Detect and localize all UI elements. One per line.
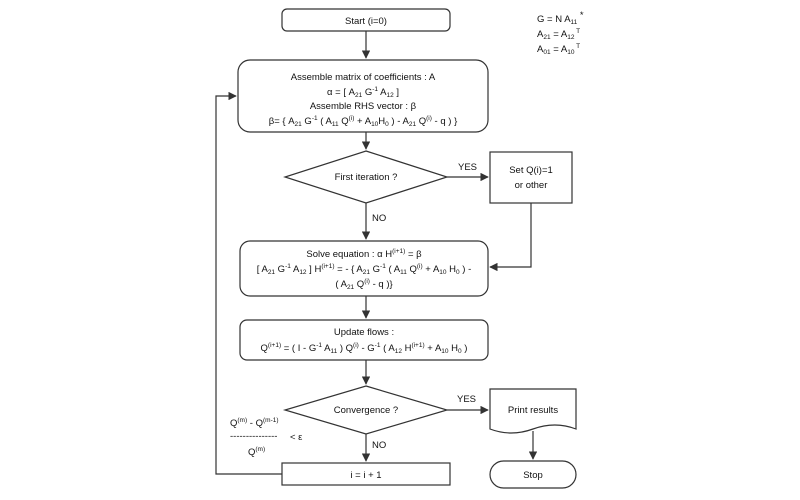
print-results-label: Print results: [508, 405, 558, 416]
criterion-denominator: Q(m): [248, 446, 265, 458]
convergence-label: Convergence ?: [334, 405, 398, 416]
edge-setq-solve: [489, 203, 532, 272]
legend-line-3: A01 = A10 T: [537, 43, 580, 56]
assemble-line-1: Assemble matrix of coefficients : A: [291, 72, 436, 83]
convergence-criterion: Q(m) - Q(m-1) --------------- < ε Q(m): [230, 417, 303, 458]
assemble-line-3: Assemble RHS vector : β: [310, 101, 417, 112]
set-q-line-2: or other: [515, 180, 548, 191]
increment-label: i = i + 1: [350, 470, 381, 481]
legend-line-2: A21 = A12 T: [537, 28, 580, 41]
set-q-node: [489, 151, 573, 204]
yes-label-1: YES: [458, 162, 477, 173]
stop-node: [489, 460, 577, 489]
assemble-line-2: α = [ A21 G-1 A12 ]: [327, 86, 399, 99]
no-label-1: NO: [372, 213, 386, 224]
set-q-line-1: Set Q(i)=1: [509, 165, 553, 176]
yes-label-2: YES: [457, 394, 476, 405]
first-iteration-label: First iteration ?: [335, 172, 398, 183]
update-line-2: Q(i+1) = ( I - G-1 A11 ) Q(i) - G-1 ( A1…: [261, 342, 468, 355]
criterion-lt: < ε: [290, 432, 303, 443]
solve-line-1: Solve equation : α H(i+1) = β: [306, 248, 422, 260]
solve-line-3: ( A21 Q(i) - q )}: [335, 278, 392, 291]
no-label-2: NO: [372, 440, 386, 451]
assemble-node: [237, 59, 489, 133]
solve-node: [239, 240, 489, 297]
print-results-node: [489, 388, 577, 434]
start-label: Start (i=0): [345, 16, 387, 27]
update-line-1: Update flows :: [334, 327, 394, 338]
criterion-numerator: Q(m) - Q(m-1): [230, 417, 279, 429]
solve-line-2: [ A21 G-1 A12 ] H(i+1) = - { A21 G-1 ( A…: [257, 263, 472, 276]
legend: G = N A11 * A21 = A12 T A01 = A10 T: [537, 10, 584, 56]
update-node: [239, 319, 489, 361]
stop-label: Stop: [523, 470, 543, 481]
criterion-dashes: ---------------: [230, 431, 277, 442]
legend-line-1: G = N A11 *: [537, 10, 584, 26]
edge-loop-back: [215, 91, 282, 475]
